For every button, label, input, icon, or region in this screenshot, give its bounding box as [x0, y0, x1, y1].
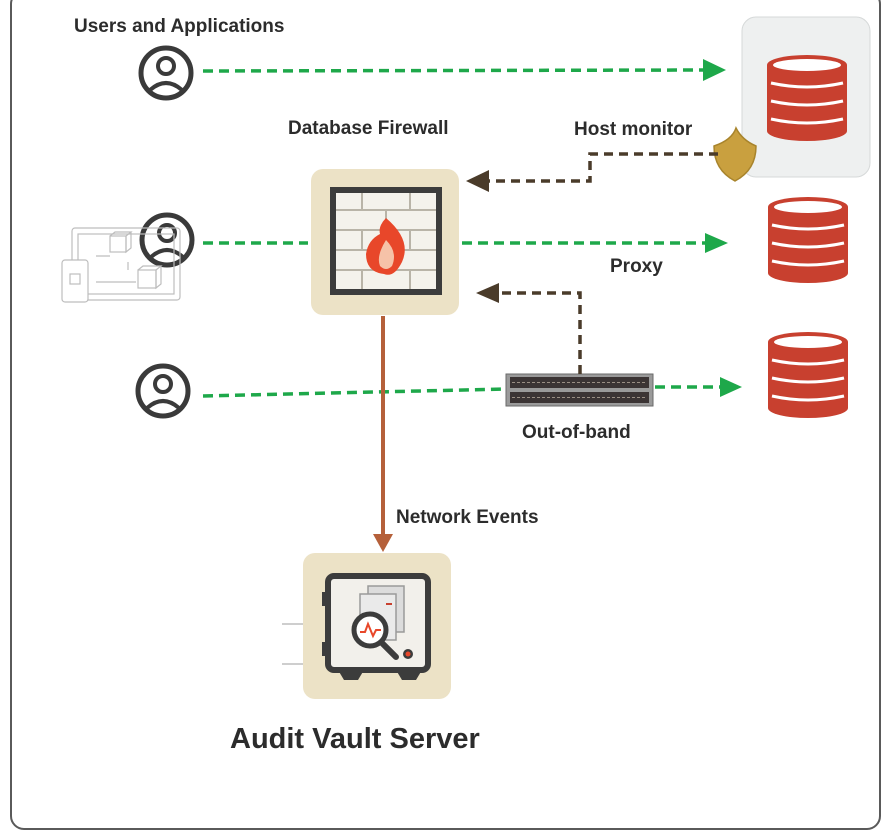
- vault-server-cables: [282, 623, 303, 665]
- network-events-arrow: [373, 316, 393, 552]
- host-monitor-label: Host monitor: [574, 119, 693, 140]
- shield-icon: [713, 126, 757, 182]
- database-icon-out-of-band: [768, 332, 848, 418]
- green-flow-arrow-proxy: [462, 233, 728, 253]
- diagram-frame: [10, 0, 881, 830]
- vault-safe-icon: [322, 573, 431, 680]
- user-circle-icon-middle: [139, 212, 195, 268]
- user-circle-icon-bottom: [135, 363, 191, 419]
- users-and-applications-label: Users and Applications: [74, 16, 285, 37]
- green-flow-arrow-out-of-band: [202, 377, 742, 398]
- database-icon-proxy: [768, 197, 848, 283]
- host-monitor-arrow: [466, 152, 718, 192]
- out-of-band-label: Out-of-band: [522, 422, 631, 443]
- network-events-label: Network Events: [396, 507, 539, 528]
- proxy-label: Proxy: [610, 256, 663, 277]
- green-flow-arrow-top: [202, 59, 726, 81]
- database-firewall-label: Database Firewall: [288, 118, 449, 139]
- database-icon-host: [767, 55, 847, 141]
- user-circle-icon-top: [138, 45, 194, 101]
- network-switch-icon: [505, 373, 654, 407]
- audit-vault-server-label: Audit Vault Server: [230, 723, 480, 755]
- out-of-band-arrow: [476, 283, 582, 374]
- devices-network-icon: [61, 227, 181, 303]
- brick-wall-flame-icon: [330, 187, 442, 295]
